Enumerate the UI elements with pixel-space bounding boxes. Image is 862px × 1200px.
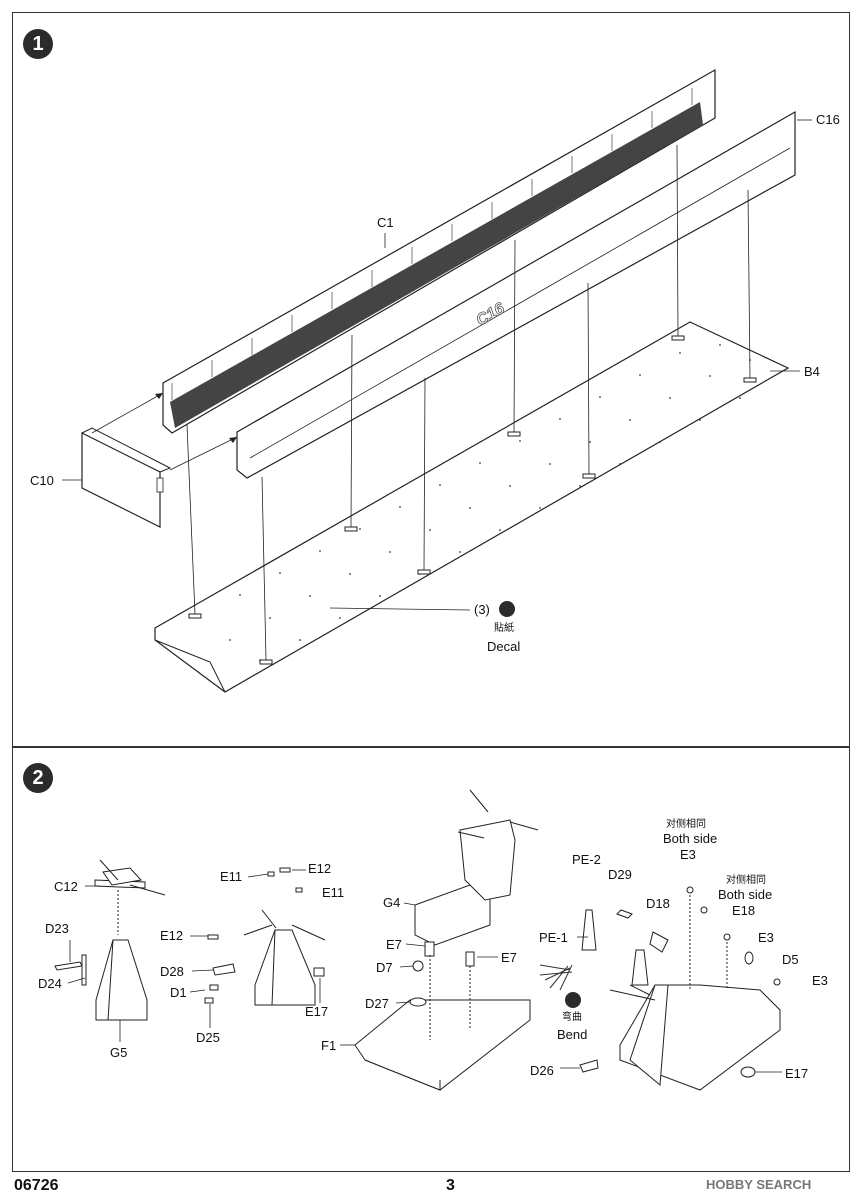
label-d18: D18: [646, 896, 670, 911]
label-d23: D23: [45, 921, 69, 936]
step-2-panel: [12, 747, 850, 1172]
label-pe1: PE-1: [539, 930, 568, 945]
label-g5: G5: [110, 1045, 128, 1060]
both-side-b-english: Both side: [718, 887, 773, 902]
label-e11-left: E11: [220, 869, 243, 884]
step-1-drawing: C16: [62, 68, 812, 693]
step-1-badge: 1: [23, 29, 53, 59]
label-d7: D7: [376, 960, 393, 975]
bend-label-chinese: 弯曲: [562, 1012, 582, 1023]
label-e7-right: E7: [501, 950, 517, 965]
page-number: 3: [446, 1177, 455, 1194]
label-c10: C10: [30, 473, 54, 488]
label-e11-right: E11: [322, 885, 345, 900]
label-b4: B4: [804, 364, 820, 379]
label-e12-left: E12: [160, 928, 184, 943]
label-e3-top: E3: [680, 847, 696, 862]
label-d28: D28: [160, 964, 184, 979]
label-d25: D25: [196, 1030, 220, 1045]
decal-icon: [499, 601, 515, 617]
both-side-b-chinese: 对侧相同: [726, 875, 766, 886]
side-wall-c16: [236, 110, 796, 479]
label-c12: C12: [54, 879, 78, 894]
step-2-badge: 2: [23, 763, 53, 793]
label-d1: D1: [170, 985, 187, 1000]
watermark: HOBBY SEARCH: [706, 1177, 812, 1192]
label-e3-right: E3: [812, 973, 828, 988]
bulkhead-c10: [81, 432, 161, 528]
label-e12-top: E12: [308, 861, 332, 876]
label-d29: D29: [608, 867, 632, 882]
label-c1: C1: [377, 215, 394, 230]
label-e3-mid: E3: [758, 930, 774, 945]
bend-label-english: Bend: [557, 1027, 588, 1042]
label-c16: C16: [816, 112, 840, 127]
label-e17-right: E17: [785, 1066, 809, 1081]
decal-ref: (3): [474, 602, 490, 617]
deck-plate-b4: [154, 321, 790, 693]
label-d5: D5: [782, 952, 799, 967]
label-f1: F1: [321, 1038, 337, 1053]
decal-label-english: Decal: [487, 639, 521, 654]
product-code: 06726: [14, 1177, 59, 1194]
label-e17-left: E17: [305, 1004, 329, 1019]
label-e18: E18: [732, 903, 756, 918]
label-pe2: PE-2: [572, 852, 601, 867]
label-g4: G4: [383, 895, 401, 910]
label-d26: D26: [530, 1063, 554, 1078]
step-1-panel: [12, 12, 850, 747]
label-d24: D24: [38, 976, 62, 991]
label-d27: D27: [365, 996, 389, 1011]
label-e7-left: E7: [386, 937, 402, 952]
decal-label-chinese: 貼紙: [494, 623, 514, 634]
both-side-a-english: Both side: [663, 831, 718, 846]
both-side-a-chinese: 对侧相同: [666, 819, 706, 830]
